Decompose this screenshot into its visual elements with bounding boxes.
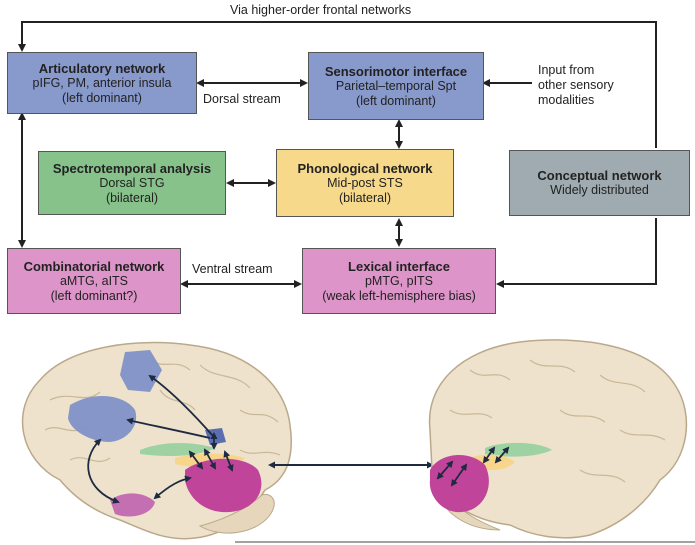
right-arrow-2 (450, 463, 468, 487)
box-title: Conceptual network (537, 167, 662, 183)
left-cerebellum (198, 493, 275, 534)
left-hemisphere (21, 341, 292, 540)
box-title: Phonological network (297, 160, 433, 176)
top-label: Via higher-order frontal networks (230, 3, 412, 17)
box-title: Lexical interface (348, 258, 450, 274)
right-brain-outline (428, 339, 688, 539)
box-title: Sensorimotor interface (324, 63, 468, 79)
left-arrow-2 (126, 417, 211, 439)
combinatorial-network-box: Combinatorial network aMTG, aITS (left d… (7, 248, 181, 314)
left-mtg-region (185, 458, 262, 513)
connection-arrows (18, 21, 657, 288)
right-hemisphere (428, 339, 688, 539)
input-label: Input from other sensory modalities (538, 63, 614, 107)
right-arrow-3 (494, 446, 510, 464)
ventral-stream-label: Ventral stream (192, 262, 273, 276)
right-gyri (449, 359, 666, 483)
left-arrow-5 (188, 450, 204, 470)
phonological-network-box: Phonological network Mid-post STS (bilat… (276, 149, 454, 217)
articulatory-network-box: Articulatory network pIFG, PM, anterior … (7, 52, 197, 114)
conceptual-network-box: Conceptual network Widely distributed (509, 150, 690, 216)
left-atl-region (110, 493, 155, 517)
left-arrow-1 (148, 374, 214, 437)
brain-illustrations (21, 339, 695, 543)
spectrotemporal-analysis-box: Spectrotemporal analysis Dorsal STG (bil… (38, 151, 226, 215)
left-arrow-4 (153, 475, 192, 500)
box-title: Combinatorial network (23, 258, 165, 274)
left-arrow-7 (223, 450, 234, 472)
lexical-interface-box: Lexical interface pMTG, pITS (weak left-… (302, 248, 496, 314)
box-title: Articulatory network (38, 60, 166, 76)
dorsal-stream-label: Dorsal stream (203, 92, 281, 106)
top-feedback-arrow (18, 21, 657, 148)
left-ifg-region (68, 395, 137, 442)
sensorimotor-interface-box: Sensorimotor interface Parietal–temporal… (308, 52, 484, 120)
box-title: Spectrotemporal analysis (52, 160, 212, 176)
left-arrow-3 (87, 438, 120, 504)
right-arrow-4 (482, 446, 496, 464)
right-arrow-1 (436, 460, 454, 480)
conceptual-lexical-arrow (496, 218, 657, 288)
left-arrow-6 (204, 448, 216, 470)
right-mtg-region (429, 454, 489, 513)
